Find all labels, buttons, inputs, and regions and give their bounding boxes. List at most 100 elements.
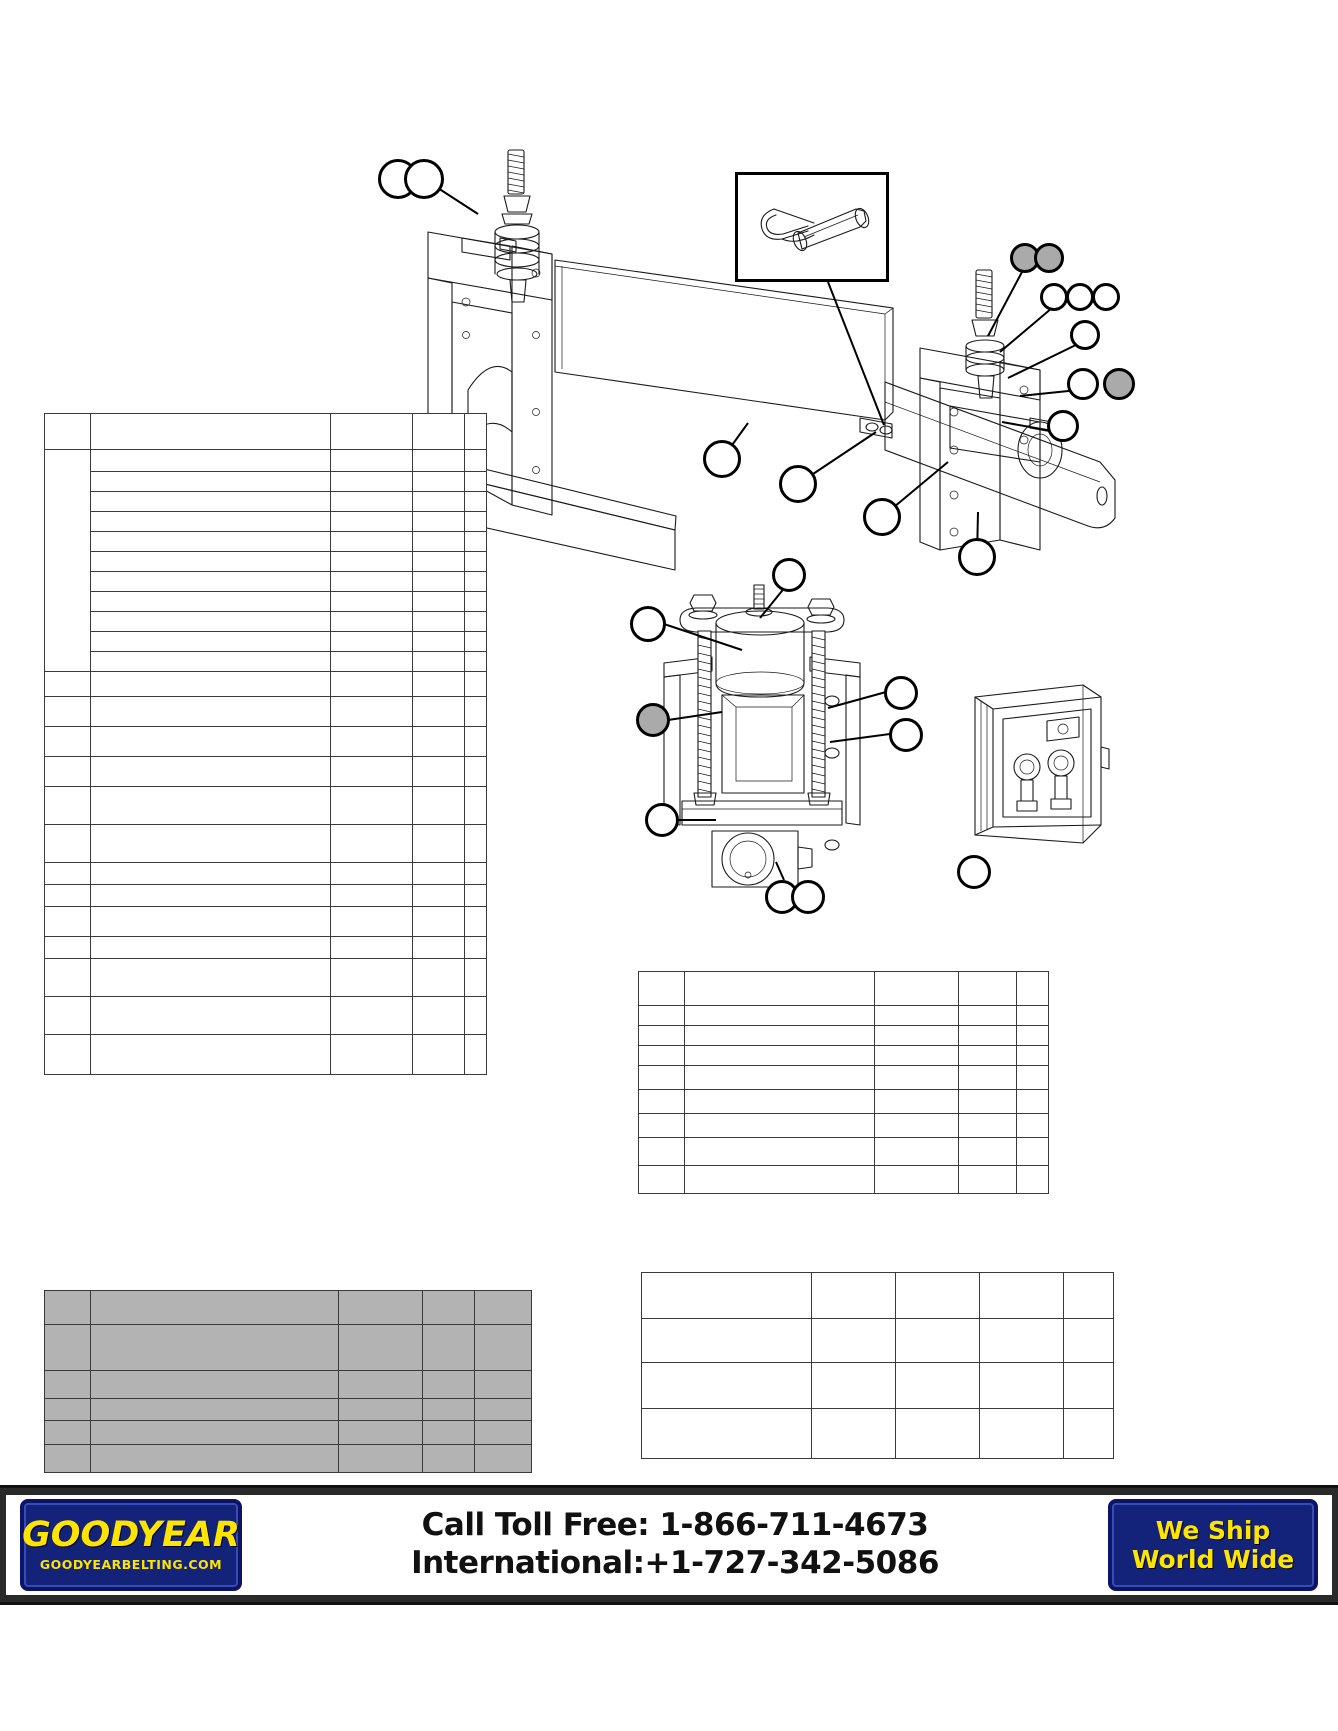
callout-balloon-c3[interactable] [703, 440, 741, 478]
table-row[interactable] [44, 958, 487, 997]
callout-balloon-c16[interactable] [772, 558, 806, 592]
callout-balloon-c8[interactable] [1034, 243, 1064, 273]
table-cell-item [44, 824, 91, 863]
table-cell-notes [1016, 1089, 1049, 1114]
callout-balloon-c18[interactable] [636, 703, 670, 737]
table-row[interactable] [44, 449, 487, 672]
callout-balloon-c19[interactable] [884, 676, 918, 710]
notes-table-shaded[interactable] [44, 1290, 532, 1473]
table-row[interactable] [45, 531, 487, 552]
table-row[interactable] [44, 1370, 532, 1399]
callout-balloon-c6[interactable] [958, 538, 996, 576]
table-cell-part_number [874, 1065, 959, 1090]
table-row[interactable] [44, 824, 487, 863]
callout-balloon-c11[interactable] [1092, 283, 1120, 311]
callout-balloon-c24[interactable] [957, 855, 991, 889]
table-header-row [44, 413, 487, 450]
table-cell-qty [412, 651, 465, 672]
table-row[interactable] [638, 1113, 1049, 1138]
table-row[interactable] [44, 996, 487, 1035]
main-parts-table[interactable] [44, 413, 487, 1075]
table-header-cell-col4 [979, 1272, 1064, 1319]
table-row[interactable] [638, 1045, 1049, 1066]
table-row[interactable] [44, 862, 487, 885]
table-cell-description [90, 671, 331, 697]
goodyear-wordmark: GOODYEAR [22, 1515, 240, 1555]
table-row[interactable] [44, 1398, 532, 1421]
table-row[interactable] [641, 1408, 1114, 1459]
table-row[interactable] [44, 1324, 532, 1371]
table-cell-notes [464, 511, 487, 532]
table-row[interactable] [638, 1005, 1049, 1026]
table-row[interactable] [44, 786, 487, 825]
table-row[interactable] [638, 1065, 1049, 1090]
table-row[interactable] [641, 1362, 1114, 1409]
table-row[interactable] [44, 1034, 487, 1075]
callout-balloon-c17[interactable] [630, 606, 666, 642]
table-cell-qty [958, 1137, 1017, 1166]
table-cell-qty [412, 611, 465, 632]
secondary-parts-table[interactable] [638, 971, 1049, 1194]
table-row[interactable] [638, 1165, 1049, 1194]
table-header-cell-description [641, 1272, 812, 1319]
table-cell-qty [412, 756, 465, 787]
international-phone[interactable]: International:+1-727-342-5086 [411, 1545, 939, 1581]
options-table[interactable] [641, 1272, 1114, 1459]
table-row[interactable] [638, 1137, 1049, 1166]
table-row[interactable] [44, 906, 487, 937]
table-cell-description [684, 1025, 875, 1046]
table-cell-notes [464, 491, 487, 512]
table-cell-description [90, 591, 331, 612]
table-cell-description [641, 1362, 812, 1409]
table-row[interactable] [45, 611, 487, 632]
clevis-pin [792, 207, 870, 252]
table-cell-qty [422, 1420, 475, 1445]
table-cell-part_number [330, 631, 413, 652]
table-row[interactable] [44, 1444, 532, 1473]
callout-balloon-c13[interactable] [1067, 368, 1099, 400]
table-cell-qty [412, 906, 465, 937]
table-row[interactable] [44, 671, 487, 697]
table-cell-notes [1016, 1025, 1049, 1046]
callout-balloon-c5[interactable] [863, 498, 901, 536]
table-row[interactable] [44, 1420, 532, 1445]
table-row[interactable] [44, 726, 487, 757]
table-cell-part_number [330, 786, 413, 825]
table-cell-description [684, 1045, 875, 1066]
callout-balloon-c12[interactable] [1070, 320, 1100, 350]
table-header-cell-qty [958, 971, 1017, 1006]
table-row[interactable] [44, 696, 487, 727]
callout-balloon-c9[interactable] [1040, 283, 1068, 311]
table-row[interactable] [638, 1025, 1049, 1046]
table-row[interactable] [45, 651, 487, 672]
table-cell-description [90, 1324, 339, 1371]
callout-balloon-c10[interactable] [1066, 283, 1094, 311]
callout-balloon-c20[interactable] [889, 718, 923, 752]
table-row[interactable] [641, 1318, 1114, 1363]
callout-balloon-c14[interactable] [1103, 368, 1135, 400]
table-row[interactable] [44, 756, 487, 787]
table-row[interactable] [45, 511, 487, 532]
table-cell-part_number [330, 611, 413, 632]
table-cell-item [44, 1034, 91, 1075]
table-row[interactable] [45, 631, 487, 652]
table-row[interactable] [44, 884, 487, 907]
callout-balloon-c2[interactable] [404, 159, 444, 199]
toll-free-phone[interactable]: Call Toll Free: 1-866-711-4673 [421, 1507, 929, 1544]
table-row[interactable] [45, 491, 487, 512]
callout-balloon-c4[interactable] [779, 465, 817, 503]
table-row[interactable] [44, 936, 487, 959]
table-row[interactable] [45, 571, 487, 592]
control-enclosure-drawing [965, 675, 1110, 860]
table-cell-notes [464, 958, 487, 997]
table-row[interactable] [45, 551, 487, 572]
table-row[interactable] [45, 471, 487, 492]
table-row[interactable] [638, 1089, 1049, 1114]
callout-balloon-c15[interactable] [1047, 410, 1079, 442]
table-cell-part_number [338, 1370, 423, 1399]
callout-balloon-c23[interactable] [791, 880, 825, 914]
table-cell-qty [422, 1444, 475, 1473]
callout-balloon-c21[interactable] [645, 803, 679, 837]
tensioner-assembly-svg [663, 584, 861, 888]
table-row[interactable] [45, 591, 487, 612]
